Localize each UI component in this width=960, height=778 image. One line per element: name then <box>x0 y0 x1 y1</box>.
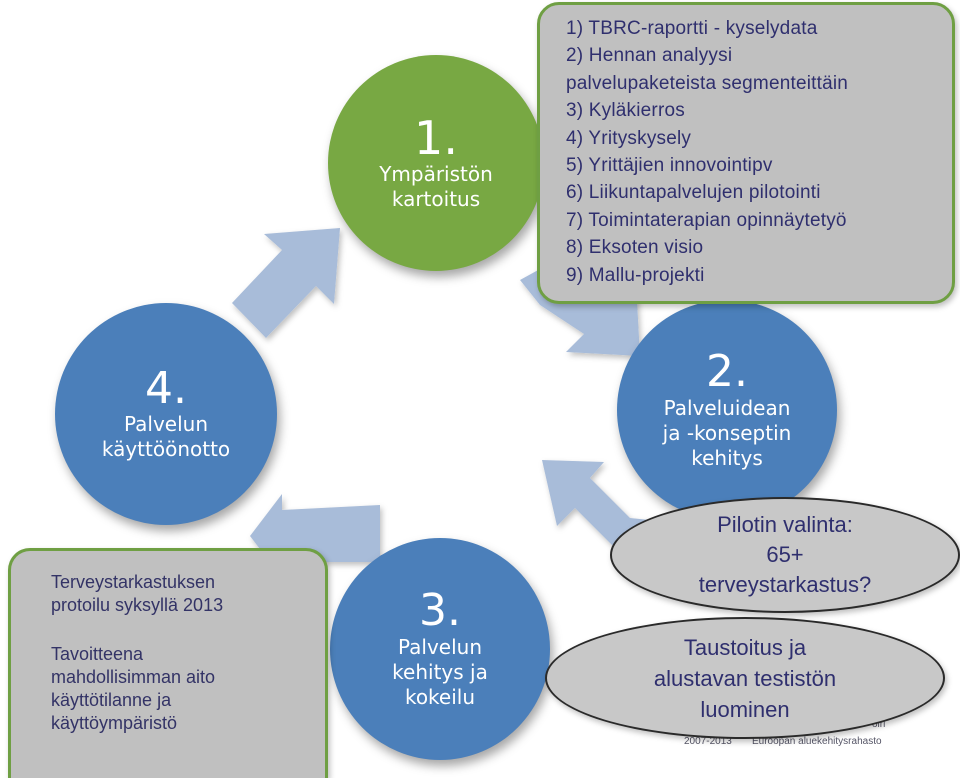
note-line: käyttöympäristö <box>51 713 178 733</box>
step-2-number: 2. <box>706 346 748 398</box>
step-3-label: Palvelun kehitys ja kokeilu <box>392 634 488 709</box>
sources-list-item: 4) Yrityskysely <box>566 127 692 149</box>
sources-list-item: 5) Yrittäjien innovointipv <box>566 155 773 177</box>
prototype-note-box: Terveystarkastuksen protoilu syksyllä 20… <box>8 548 328 778</box>
circle-step-1: 1. Ympäristön kartoitus <box>328 55 544 271</box>
background-research-ellipse: Taustoitus ja alustavan testistön luomin… <box>545 617 945 739</box>
sources-list-item: palvelupaketeista segmenteittäin <box>566 72 849 94</box>
step-4-label: Palvelun käyttöönotto <box>101 412 231 462</box>
note-line: käyttötilanne ja <box>51 690 172 710</box>
tausta-line: alustavan testistön <box>653 665 837 691</box>
step-1-number: 1. <box>414 110 458 165</box>
note-line: mahdollisimman aito <box>51 667 216 687</box>
arrow-4-to-1 <box>232 228 340 338</box>
circle-step-3: 3. Palvelun kehitys ja kokeilu <box>330 538 550 760</box>
sources-list-item: 2) Hennan analyysi <box>566 45 733 67</box>
sources-list-box: 1) TBRC-raportti - kyselydata 2) Hennan … <box>537 2 955 304</box>
pilot-line: Pilotin valinta: <box>717 512 853 537</box>
circle-step-2: 2. Palveluidean ja -konseptin kehitys <box>617 300 837 520</box>
step-1-label: Ympäristön kartoitus <box>379 162 493 212</box>
tausta-line: luominen <box>700 696 790 722</box>
logo-year: 2007-2013 <box>684 736 732 747</box>
step-3-number: 3. <box>419 585 461 637</box>
note-line: Tavoitteena <box>51 644 144 664</box>
arrow-2-to-3 <box>542 460 650 548</box>
note-line: Terveystarkastuksen <box>51 572 216 592</box>
sources-list-item: 8) Eksoten visio <box>566 237 704 259</box>
sources-list-item: 9) Mallu-projekti <box>566 264 705 286</box>
pilot-line: 65+ <box>766 542 804 567</box>
circle-step-4: 4. Palvelun käyttöönotto <box>55 303 277 525</box>
pilot-choice-ellipse: Pilotin valinta: 65+ terveystarkastus? <box>610 497 960 613</box>
note-line: protoilu syksyllä 2013 <box>51 595 224 615</box>
note-gap <box>51 617 325 643</box>
sources-list-item: 6) Liikuntapalvelujen pilotointi <box>566 182 821 204</box>
logo-rahasto: Euroopan aluekehitysrahasto <box>752 736 882 747</box>
tausta-line: Taustoitus ja <box>683 634 807 660</box>
step-2-label: Palveluidean ja -konseptin kehitys <box>662 395 792 470</box>
pilot-line: terveystarkastus? <box>698 572 872 597</box>
sources-list-item: 7) Toimintaterapian opinnäytetyö <box>566 209 847 231</box>
sources-list-item: 3) Kyläkierros <box>566 100 685 122</box>
step-4-number: 4. <box>145 362 187 414</box>
sources-list-item: 1) TBRC-raportti - kyselydata <box>566 18 818 39</box>
logo-suffix: oiri <box>872 719 886 730</box>
